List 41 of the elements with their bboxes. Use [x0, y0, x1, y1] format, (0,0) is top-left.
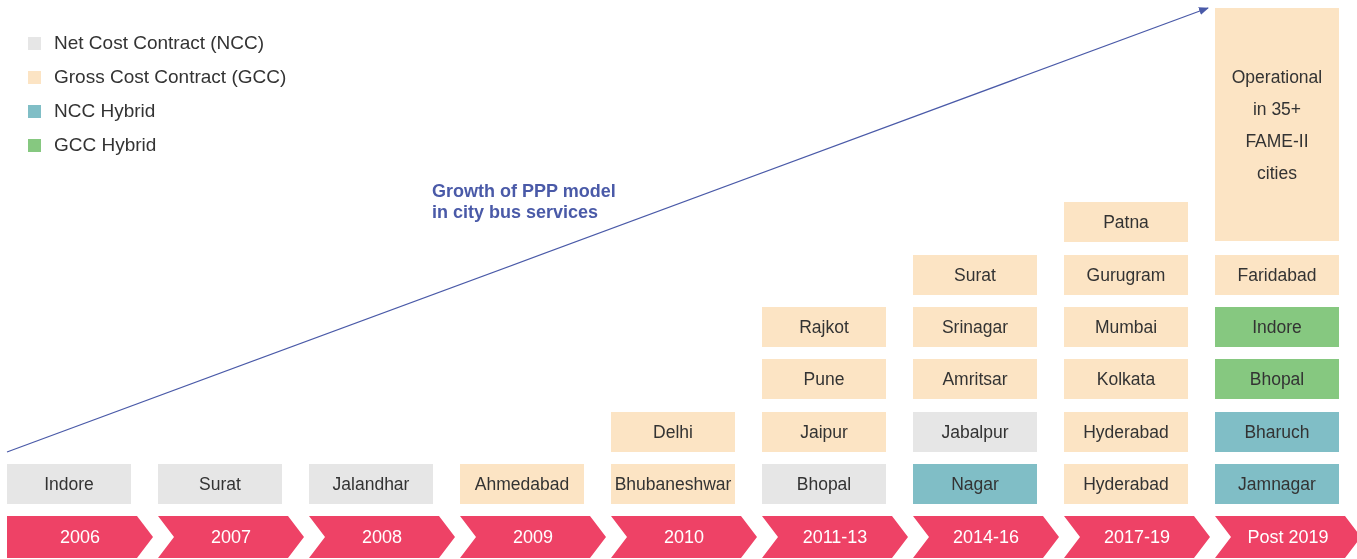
city-box: Patna	[1064, 202, 1188, 242]
legend-text: NCC Hybrid	[54, 100, 156, 122]
city-box: Surat	[158, 464, 282, 504]
year-banner: 2014-16	[913, 516, 1059, 558]
city-box: Pune	[762, 359, 886, 399]
year-banner: 2017-19	[1064, 516, 1210, 558]
year-banner: 2008	[309, 516, 455, 558]
year-banner: 2010	[611, 516, 757, 558]
year-banner: 2009	[460, 516, 606, 558]
city-box: Jalandhar	[309, 464, 433, 504]
city-box: Srinagar	[913, 307, 1037, 347]
city-box: Jaipur	[762, 412, 886, 452]
city-box: Mumbai	[1064, 307, 1188, 347]
city-box: Indore	[7, 464, 131, 504]
legend-text: Net Cost Contract (NCC)	[54, 32, 265, 54]
city-box: Jabalpur	[913, 412, 1037, 452]
arrow-label: Growth of PPP model in city bus services	[432, 181, 617, 223]
year-banner: 2011-13	[762, 516, 908, 558]
city-box: Delhi	[611, 412, 735, 452]
city-box: Hyderabad	[1064, 412, 1188, 452]
city-box: Nagar	[913, 464, 1037, 504]
city-box: Bhubaneshwar	[611, 464, 735, 504]
city-box: Bhopal	[1215, 359, 1339, 399]
city-box: Indore	[1215, 307, 1339, 347]
city-box: Bharuch	[1215, 412, 1339, 452]
legend-text: GCC Hybrid	[54, 134, 157, 156]
year-banner: 2006	[7, 516, 153, 558]
city-box: Surat	[913, 255, 1037, 295]
city-box: Ahmedabad	[460, 464, 584, 504]
city-box: Gurugram	[1064, 255, 1188, 295]
year-banner: Post 2019	[1215, 516, 1357, 558]
city-box: Bhopal	[762, 464, 886, 504]
city-box: Amritsar	[913, 359, 1037, 399]
city-box: Operational in 35+ FAME-II cities	[1215, 8, 1339, 241]
legend-text: Gross Cost Contract (GCC)	[54, 66, 287, 88]
city-box: Hyderabad	[1064, 464, 1188, 504]
year-banner: 2007	[158, 516, 304, 558]
city-box: Rajkot	[762, 307, 886, 347]
city-box: Kolkata	[1064, 359, 1188, 399]
city-box: Jamnagar	[1215, 464, 1339, 504]
city-box: Faridabad	[1215, 255, 1339, 295]
